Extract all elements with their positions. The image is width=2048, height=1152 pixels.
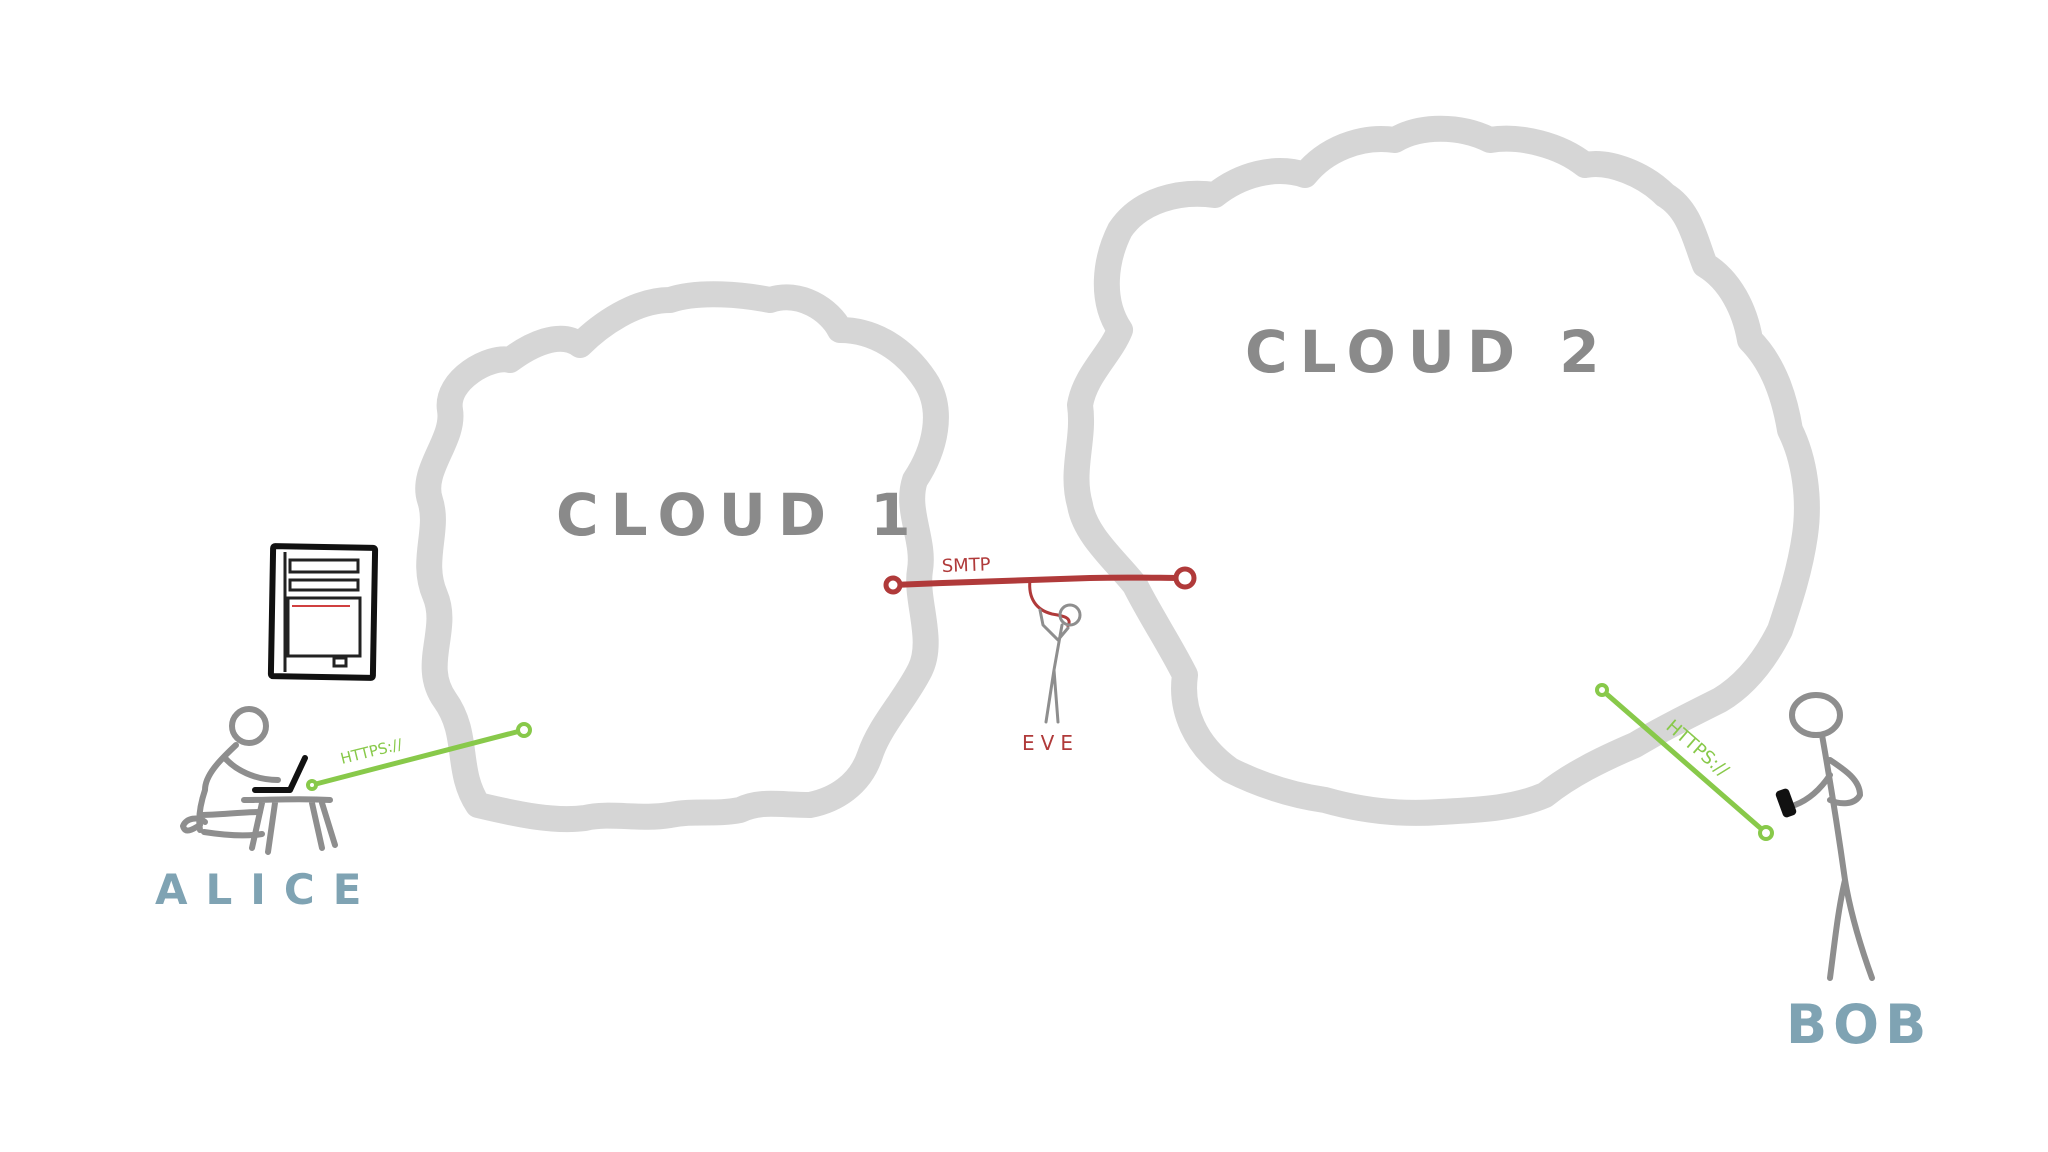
cloud-1-label: CLOUD 1 (556, 481, 923, 549)
eve-label: EVE (1022, 731, 1079, 755)
smtp-label: SMTP (941, 554, 991, 577)
alice-figure: ALICE (155, 706, 379, 914)
smtp-endpoint-left (883, 575, 903, 595)
smtp-endpoint-right (1173, 566, 1197, 590)
laptop-icon (252, 755, 308, 793)
bob-figure: BOB (1775, 692, 1932, 1056)
alice-https-endpoint (516, 722, 532, 738)
bob-https-endpoint (1758, 825, 1774, 841)
cloud-2-outline (1063, 115, 1820, 826)
eve-figure: EVE (1022, 578, 1082, 755)
cloud-2-label: CLOUD 2 (1245, 318, 1612, 386)
browser-document-icon (267, 543, 379, 681)
alice-label: ALICE (155, 865, 379, 914)
alice-head (229, 706, 269, 746)
eve-head (1058, 603, 1082, 627)
eve-tap-wire (1028, 578, 1071, 628)
smtp-wire (890, 574, 1188, 588)
phone-icon (1775, 788, 1797, 818)
alice-https-connection: HTTPS:// (306, 722, 532, 791)
desk (241, 796, 338, 855)
bob-body (1792, 732, 1875, 981)
alice-body (180, 742, 281, 839)
cloud-1: CLOUD 1 (415, 281, 949, 833)
alice-https-wire (309, 727, 527, 788)
bob-https-wire (1599, 687, 1769, 836)
bob-https-origin (1595, 683, 1609, 697)
eve-body (1038, 608, 1070, 724)
cloud-1-outline (415, 281, 949, 833)
smtp-connection: SMTP (883, 554, 1197, 595)
cloud-2: CLOUD 2 (1063, 115, 1820, 826)
bob-label: BOB (1786, 993, 1932, 1056)
alice-https-origin (306, 779, 318, 791)
bob-head (1789, 692, 1843, 738)
